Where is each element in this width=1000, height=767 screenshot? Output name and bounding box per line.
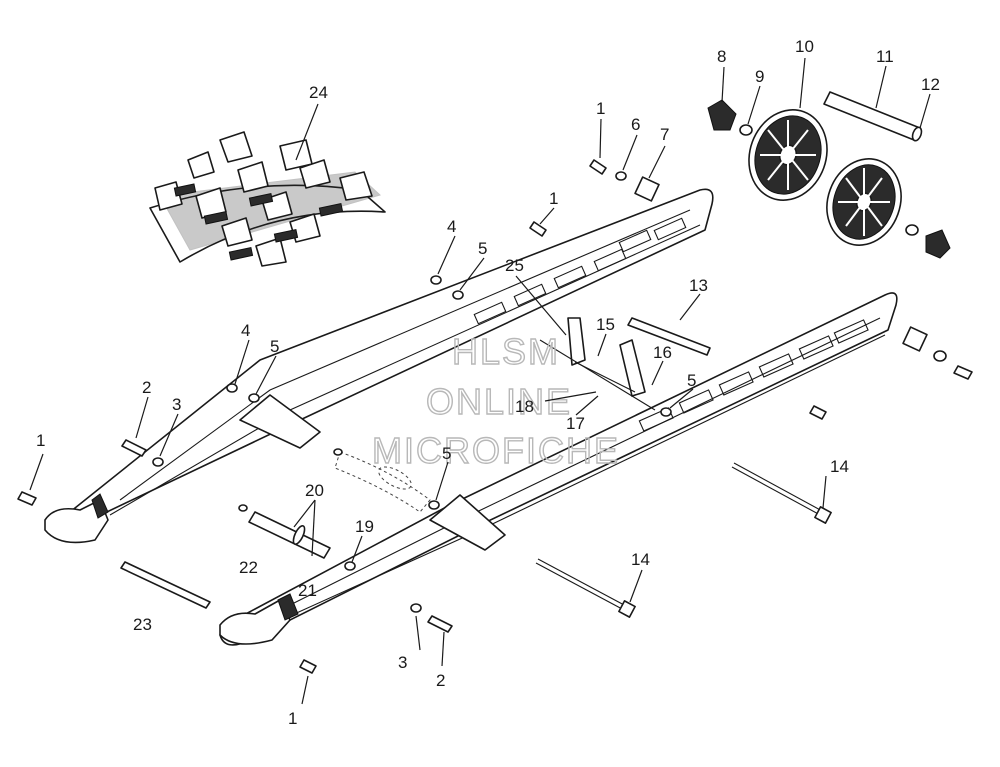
long-bolt-14-front xyxy=(535,558,636,618)
shaft-21-22 xyxy=(248,511,331,559)
callout-24: 24 xyxy=(309,83,328,102)
long-bolt-14-rear xyxy=(731,462,832,524)
washer-9 xyxy=(739,124,919,236)
watermark-line-1: HLSM xyxy=(452,331,560,372)
watermark-line-2: ONLINE xyxy=(426,381,572,422)
callout-1-left: 1 xyxy=(36,431,45,450)
idler-wheel-10-a xyxy=(748,109,828,201)
callout-5-center: 5 xyxy=(442,444,451,463)
callout-6: 6 xyxy=(631,115,640,134)
callout-12: 12 xyxy=(921,75,940,94)
callout-3-left: 3 xyxy=(172,395,181,414)
callout-25: 25 xyxy=(505,256,524,275)
callout-11: 11 xyxy=(876,47,894,66)
callout-19: 19 xyxy=(355,517,374,536)
callout-13: 13 xyxy=(689,276,708,295)
callout-14-bottom: 14 xyxy=(631,550,650,569)
dashed-chain-assembly xyxy=(334,451,431,513)
cross-shaft-23 xyxy=(120,561,211,609)
callout-1-top: 1 xyxy=(596,99,605,118)
cap-8-b xyxy=(925,229,951,259)
callout-7: 7 xyxy=(660,125,669,144)
rail-rear xyxy=(44,188,714,544)
callout-14-right: 14 xyxy=(830,457,849,476)
callout-23: 23 xyxy=(133,615,152,634)
bolt-2-group xyxy=(121,439,453,633)
callout-1-bottom: 1 xyxy=(288,709,297,728)
rail-front xyxy=(219,292,898,646)
callout-18: 18 xyxy=(515,397,534,416)
axle-11-12 xyxy=(823,91,923,142)
callout-9: 9 xyxy=(755,67,764,86)
cap-8 xyxy=(707,99,737,131)
callout-17: 17 xyxy=(566,414,585,433)
washers-5-6 xyxy=(152,171,947,613)
callout-16: 16 xyxy=(653,343,672,362)
callout-4-left: 4 xyxy=(241,321,250,340)
callout-21: 21 xyxy=(298,581,317,600)
watermark: HLSM ONLINE MICROFICHE xyxy=(371,330,620,471)
callout-10: 10 xyxy=(795,37,814,56)
track-cleats-part-24 xyxy=(149,131,386,267)
callout-4-mid: 4 xyxy=(447,217,456,236)
callout-1-mid: 1 xyxy=(549,189,558,208)
callout-3-bottom: 3 xyxy=(398,653,407,672)
callout-2-bottom: 2 xyxy=(436,671,445,690)
plate-7 xyxy=(634,176,928,352)
idler-wheel-10-b xyxy=(826,158,902,246)
leader-lines xyxy=(29,57,931,705)
cross-shaft-13 xyxy=(627,317,711,356)
scissor-link-15-16-25 xyxy=(539,317,656,411)
callout-15: 15 xyxy=(596,315,615,334)
callout-20: 20 xyxy=(305,481,324,500)
bolt-1-group xyxy=(17,159,973,674)
callout-8: 8 xyxy=(717,47,726,66)
callouts: 24 1 6 7 8 9 10 11 12 1 4 5 25 13 15 16 … xyxy=(36,37,940,728)
callout-2-left: 2 xyxy=(142,378,151,397)
callout-5-mid: 5 xyxy=(478,239,487,258)
callout-5-right: 5 xyxy=(687,371,696,390)
watermark-line-3: MICROFICHE xyxy=(372,430,620,471)
callout-22: 22 xyxy=(239,558,258,577)
callout-5-left: 5 xyxy=(270,337,279,356)
